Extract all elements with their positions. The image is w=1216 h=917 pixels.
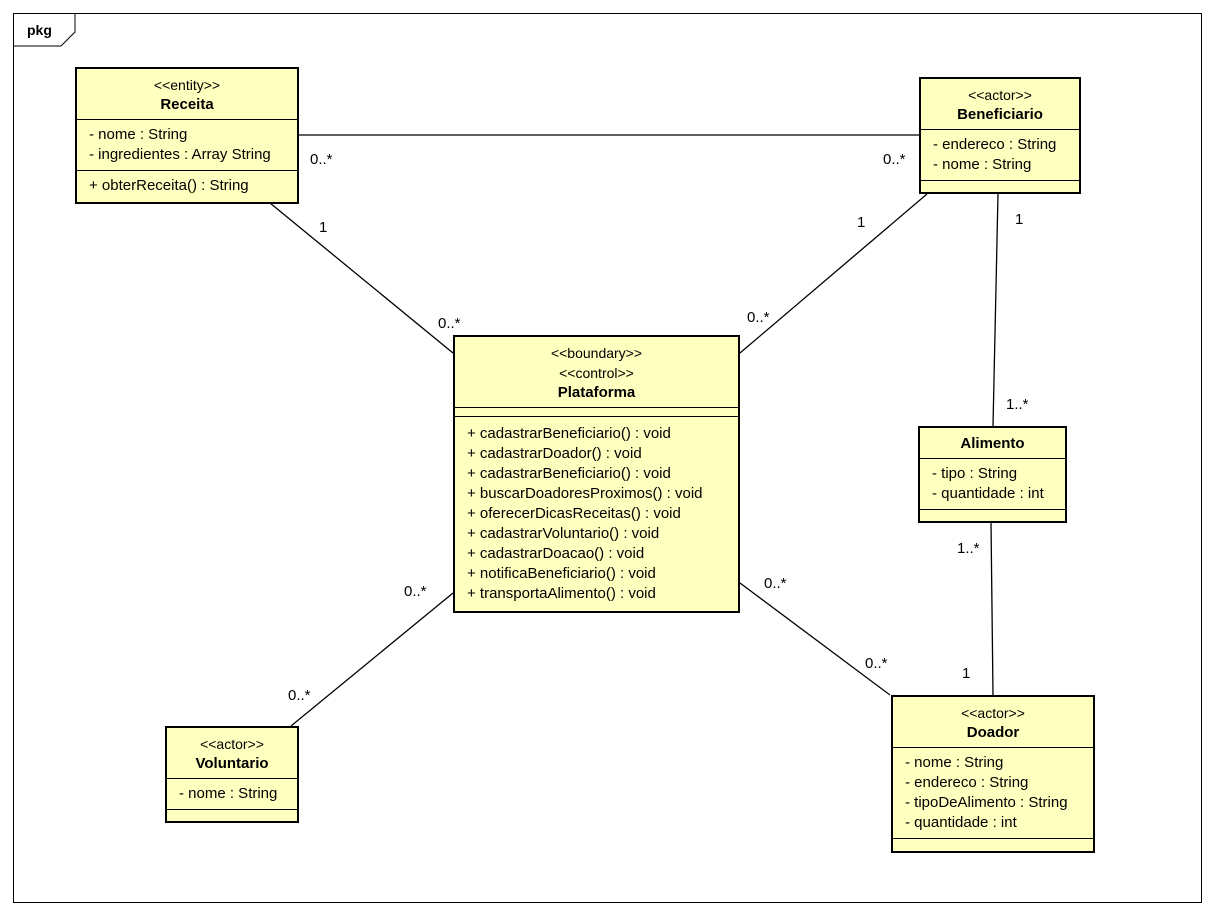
- package-label: pkg: [27, 22, 52, 38]
- operation: + cadastrarDoador() : void: [467, 445, 642, 462]
- mult-beneficiario-alimento-near-beneficiario: 1: [1015, 211, 1024, 228]
- attribute: - nome : String: [89, 126, 188, 143]
- mult-alimento-doador-near-doador: 1: [962, 665, 971, 682]
- class-receita-operations: + obterReceita() : String: [77, 170, 297, 201]
- attribute: - endereco : String: [905, 774, 1029, 791]
- class-alimento-operations: [920, 509, 1065, 521]
- class-receita-header: <<entity>> Receita: [77, 69, 297, 119]
- class-plataforma-operations: + cadastrarBeneficiario() : void + cadas…: [455, 416, 738, 609]
- class-receita-name: Receita: [160, 96, 214, 113]
- class-beneficiario-operations: [921, 180, 1079, 192]
- class-receita[interactable]: <<entity>> Receita - nome : String - ing…: [75, 67, 299, 204]
- mult-beneficiario-plataforma-near-beneficiario: 1: [857, 214, 866, 231]
- class-voluntario-operations: [167, 809, 297, 821]
- class-beneficiario-header: <<actor>> Beneficiario: [921, 79, 1079, 129]
- class-beneficiario-attributes: - endereco : String - nome : String: [921, 129, 1079, 180]
- class-alimento[interactable]: Alimento - tipo : String - quantidade : …: [918, 426, 1067, 523]
- operation: + cadastrarBeneficiario() : void: [467, 465, 671, 482]
- attribute: - endereco : String: [933, 136, 1057, 153]
- class-voluntario-stereotype: <<actor>>: [200, 736, 264, 752]
- association-beneficiario-alimento[interactable]: [992, 193, 999, 427]
- package-tab-shape: [13, 13, 76, 47]
- mult-receita-plataforma-near-plataforma: 0..*: [438, 315, 461, 332]
- operation: + oferecerDicasReceitas() : void: [467, 505, 681, 522]
- attribute: - tipoDeAlimento : String: [905, 794, 1068, 811]
- class-receita-attributes: - nome : String - ingredientes : Array S…: [77, 119, 297, 170]
- mult-receita-plataforma-near-receita: 1: [319, 219, 328, 236]
- class-voluntario-name: Voluntario: [195, 755, 269, 772]
- operation: + buscarDoadoresProximos() : void: [467, 485, 703, 502]
- mult-beneficiario-plataforma-near-plataforma: 0..*: [747, 309, 770, 326]
- attribute: - tipo : String: [932, 465, 1018, 482]
- association-plataforma-doador[interactable]: [739, 582, 891, 696]
- association-plataforma-voluntario[interactable]: [290, 592, 454, 727]
- operation: + cadastrarDoacao() : void: [467, 545, 645, 562]
- attribute: - nome : String: [179, 785, 278, 802]
- class-doador[interactable]: <<actor>> Doador - nome : String - ender…: [891, 695, 1095, 853]
- mult-plataforma-voluntario-near-voluntario: 0..*: [288, 687, 311, 704]
- class-voluntario[interactable]: <<actor>> Voluntario - nome : String: [165, 726, 299, 823]
- class-alimento-attributes: - tipo : String - quantidade : int: [920, 458, 1065, 509]
- mult-receita-beneficiario-near-beneficiario: 0..*: [883, 151, 906, 168]
- class-doador-header: <<actor>> Doador: [893, 697, 1093, 747]
- class-voluntario-header: <<actor>> Voluntario: [167, 728, 297, 778]
- association-receita-plataforma[interactable]: [269, 202, 454, 354]
- mult-plataforma-voluntario-near-plataforma: 0..*: [404, 583, 427, 600]
- attribute: - quantidade : int: [932, 485, 1044, 502]
- class-beneficiario[interactable]: <<actor>> Beneficiario - endereco : Stri…: [919, 77, 1081, 194]
- package-tab: pkg: [13, 13, 76, 47]
- attribute: - ingredientes : Array String: [89, 146, 271, 163]
- operation: + cadastrarVoluntario() : void: [467, 525, 660, 542]
- attribute: - nome : String: [905, 754, 1004, 771]
- class-plataforma-stereotype-control: <<control>>: [559, 365, 634, 381]
- operation: + cadastrarBeneficiario() : void: [467, 425, 671, 442]
- mult-plataforma-doador-near-plataforma: 0..*: [764, 575, 787, 592]
- class-doador-name: Doador: [966, 724, 1020, 741]
- class-plataforma-attributes: [455, 407, 738, 416]
- class-doador-operations: [893, 838, 1093, 850]
- attribute: - nome : String: [933, 156, 1032, 173]
- association-beneficiario-plataforma[interactable]: [739, 193, 928, 354]
- class-receita-stereotype: <<entity>>: [153, 77, 221, 93]
- attribute: - quantidade : int: [905, 814, 1017, 831]
- class-plataforma-header: <<boundary>> <<control>> Plataforma: [455, 337, 738, 407]
- class-alimento-header: Alimento: [920, 428, 1065, 458]
- mult-beneficiario-alimento-near-alimento: 1..*: [1006, 396, 1029, 413]
- mult-plataforma-doador-near-doador: 0..*: [865, 655, 888, 672]
- operation: + transportaAlimento() : void: [467, 585, 656, 602]
- class-doador-attributes: - nome : String - endereco : String - ti…: [893, 747, 1093, 838]
- class-voluntario-attributes: - nome : String: [167, 778, 297, 809]
- mult-alimento-doador-near-alimento: 1..*: [957, 540, 980, 557]
- operation: + notificaBeneficiario() : void: [467, 565, 656, 582]
- operation: + obterReceita() : String: [89, 177, 249, 194]
- class-plataforma-name: Plataforma: [557, 384, 636, 401]
- class-alimento-name: Alimento: [960, 435, 1025, 452]
- association-alimento-doador[interactable]: [990, 521, 994, 696]
- class-plataforma-stereotype-boundary: <<boundary>>: [550, 345, 643, 361]
- mult-receita-beneficiario-near-receita: 0..*: [310, 151, 333, 168]
- class-plataforma[interactable]: <<boundary>> <<control>> Plataforma + ca…: [453, 335, 740, 613]
- class-beneficiario-stereotype: <<actor>>: [968, 87, 1032, 103]
- package-frame: [13, 13, 1202, 903]
- class-beneficiario-name: Beneficiario: [957, 106, 1043, 123]
- class-doador-stereotype: <<actor>>: [961, 705, 1025, 721]
